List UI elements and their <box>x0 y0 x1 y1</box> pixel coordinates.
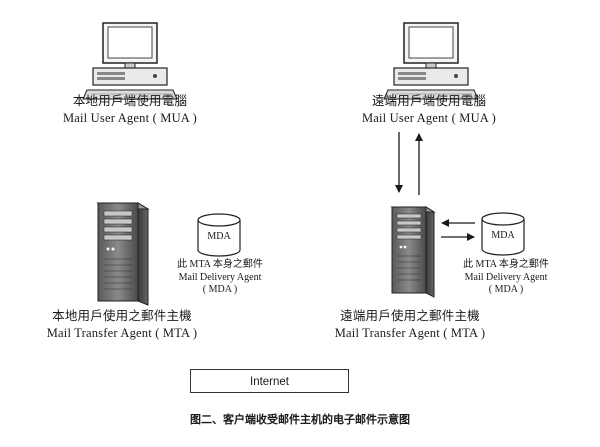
remote-mda-caption-en: Mail Delivery Agent <box>464 271 548 283</box>
figure-caption: 图二、客户端收受邮件主机的电子邮件示意图 <box>190 413 410 426</box>
local-mda-caption: 此 MTA 本身之郵件 Mail Delivery Agent ( MDA ) <box>160 259 280 297</box>
local-mda-cylinder-icon <box>197 213 241 257</box>
remote-mda-caption-zh: 此 MTA 本身之郵件 <box>463 259 549 270</box>
remote-mda-caption: 此 MTA 本身之郵件 Mail Delivery Agent ( MDA ) <box>446 259 566 297</box>
remote-mda-cylinder-icon <box>481 212 525 256</box>
local-mta-label-en: Mail Transfer Agent ( MTA ) <box>46 326 198 340</box>
local-mda-caption-zh: 此 MTA 本身之郵件 <box>177 259 263 270</box>
local-mta-label: 本地用戶使用之郵件主機 Mail Transfer Agent ( MTA ) <box>12 308 232 342</box>
local-mda-caption-abbr: ( MDA ) <box>202 284 238 295</box>
remote-mua-label-en: Mail User Agent ( MUA ) <box>361 111 497 125</box>
remote-server-icon <box>390 206 436 298</box>
remote-mta-label: 遠端用戶使用之郵件主機 Mail Transfer Agent ( MTA ) <box>300 308 520 342</box>
local-mda-caption-en: Mail Delivery Agent <box>178 271 262 283</box>
remote-mda-cylinder-label: MDA <box>491 230 515 241</box>
remote-computer-icon <box>383 22 479 100</box>
remote-mda-caption-abbr: ( MDA ) <box>488 284 524 295</box>
remote-mta-label-zh: 遠端用戶使用之郵件主機 <box>340 309 480 323</box>
local-computer-icon <box>82 22 178 100</box>
internet-box: Internet <box>190 369 349 393</box>
local-mta-label-zh: 本地用戶使用之郵件主機 <box>52 309 192 323</box>
local-mua-label-en: Mail User Agent ( MUA ) <box>62 111 198 125</box>
remote-mua-label-zh: 遠端用戶端使用電腦 <box>371 94 487 108</box>
remote-mua-label: 遠端用戶端使用電腦 Mail User Agent ( MUA ) <box>329 93 529 127</box>
remote-mta-label-en: Mail Transfer Agent ( MTA ) <box>334 326 486 340</box>
local-server-icon <box>96 202 150 306</box>
local-mda-cylinder-label: MDA <box>207 231 231 242</box>
local-mua-label: 本地用戶端使用電腦 Mail User Agent ( MUA ) <box>30 93 230 127</box>
local-mua-label-zh: 本地用戶端使用電腦 <box>72 94 188 108</box>
